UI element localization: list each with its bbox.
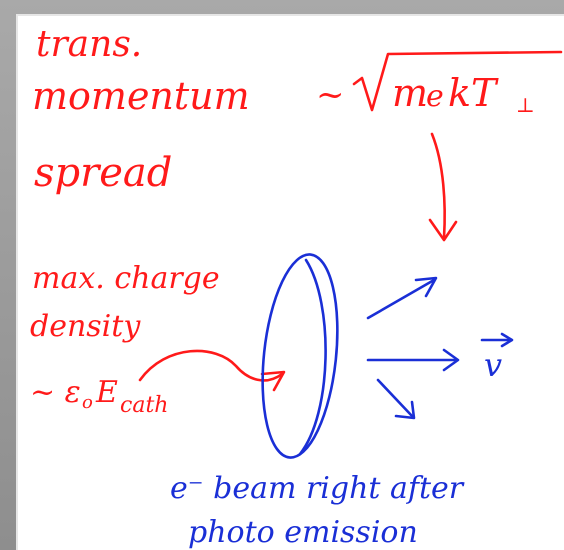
eps-prefix: ~ ε [30, 375, 81, 410]
momentum-label: momentum [32, 74, 250, 118]
down-arrow-shaft [430, 132, 446, 240]
tilde-symbol: ~ [316, 75, 345, 115]
kt-label: kT [448, 71, 499, 115]
caption-line-1: e⁻ beam right after [170, 471, 465, 506]
vector-arrow-tip [500, 332, 514, 348]
whiteboard: trans. momentum ~ m e kT ⊥ spread max. c… [16, 14, 564, 550]
density-label: density [30, 309, 141, 344]
curly-arrow-head [260, 370, 286, 392]
down-arrow-head-blue [394, 400, 416, 420]
perp-subscript: ⊥ [516, 93, 535, 117]
radicand-m: m [392, 71, 428, 115]
beam-disk-outer [261, 253, 339, 459]
down-arrow-shaft-blue [376, 378, 414, 418]
spread-label: spread [34, 150, 172, 196]
forward-arrow-head [442, 348, 460, 372]
eps-subscript: o [82, 392, 93, 413]
curly-arrow-shaft [138, 349, 284, 382]
down-arrow-head [428, 218, 458, 242]
radicand-e: e [426, 79, 444, 114]
beam-disk-inner-edge [298, 258, 327, 456]
caption-line-2: photo emission [188, 515, 418, 550]
max-charge-label: max. charge [32, 261, 220, 296]
up-arrow-head [414, 276, 438, 298]
handwritten-diagram: trans. momentum ~ m e kT ⊥ spread max. c… [30, 24, 563, 550]
cath-subscript: cath [120, 393, 168, 418]
square-root-sign [352, 50, 563, 112]
trans-label: trans. [36, 24, 142, 65]
up-arrow-shaft [366, 278, 436, 320]
velocity-label: v [484, 346, 502, 384]
e-field-label: E [95, 375, 118, 410]
